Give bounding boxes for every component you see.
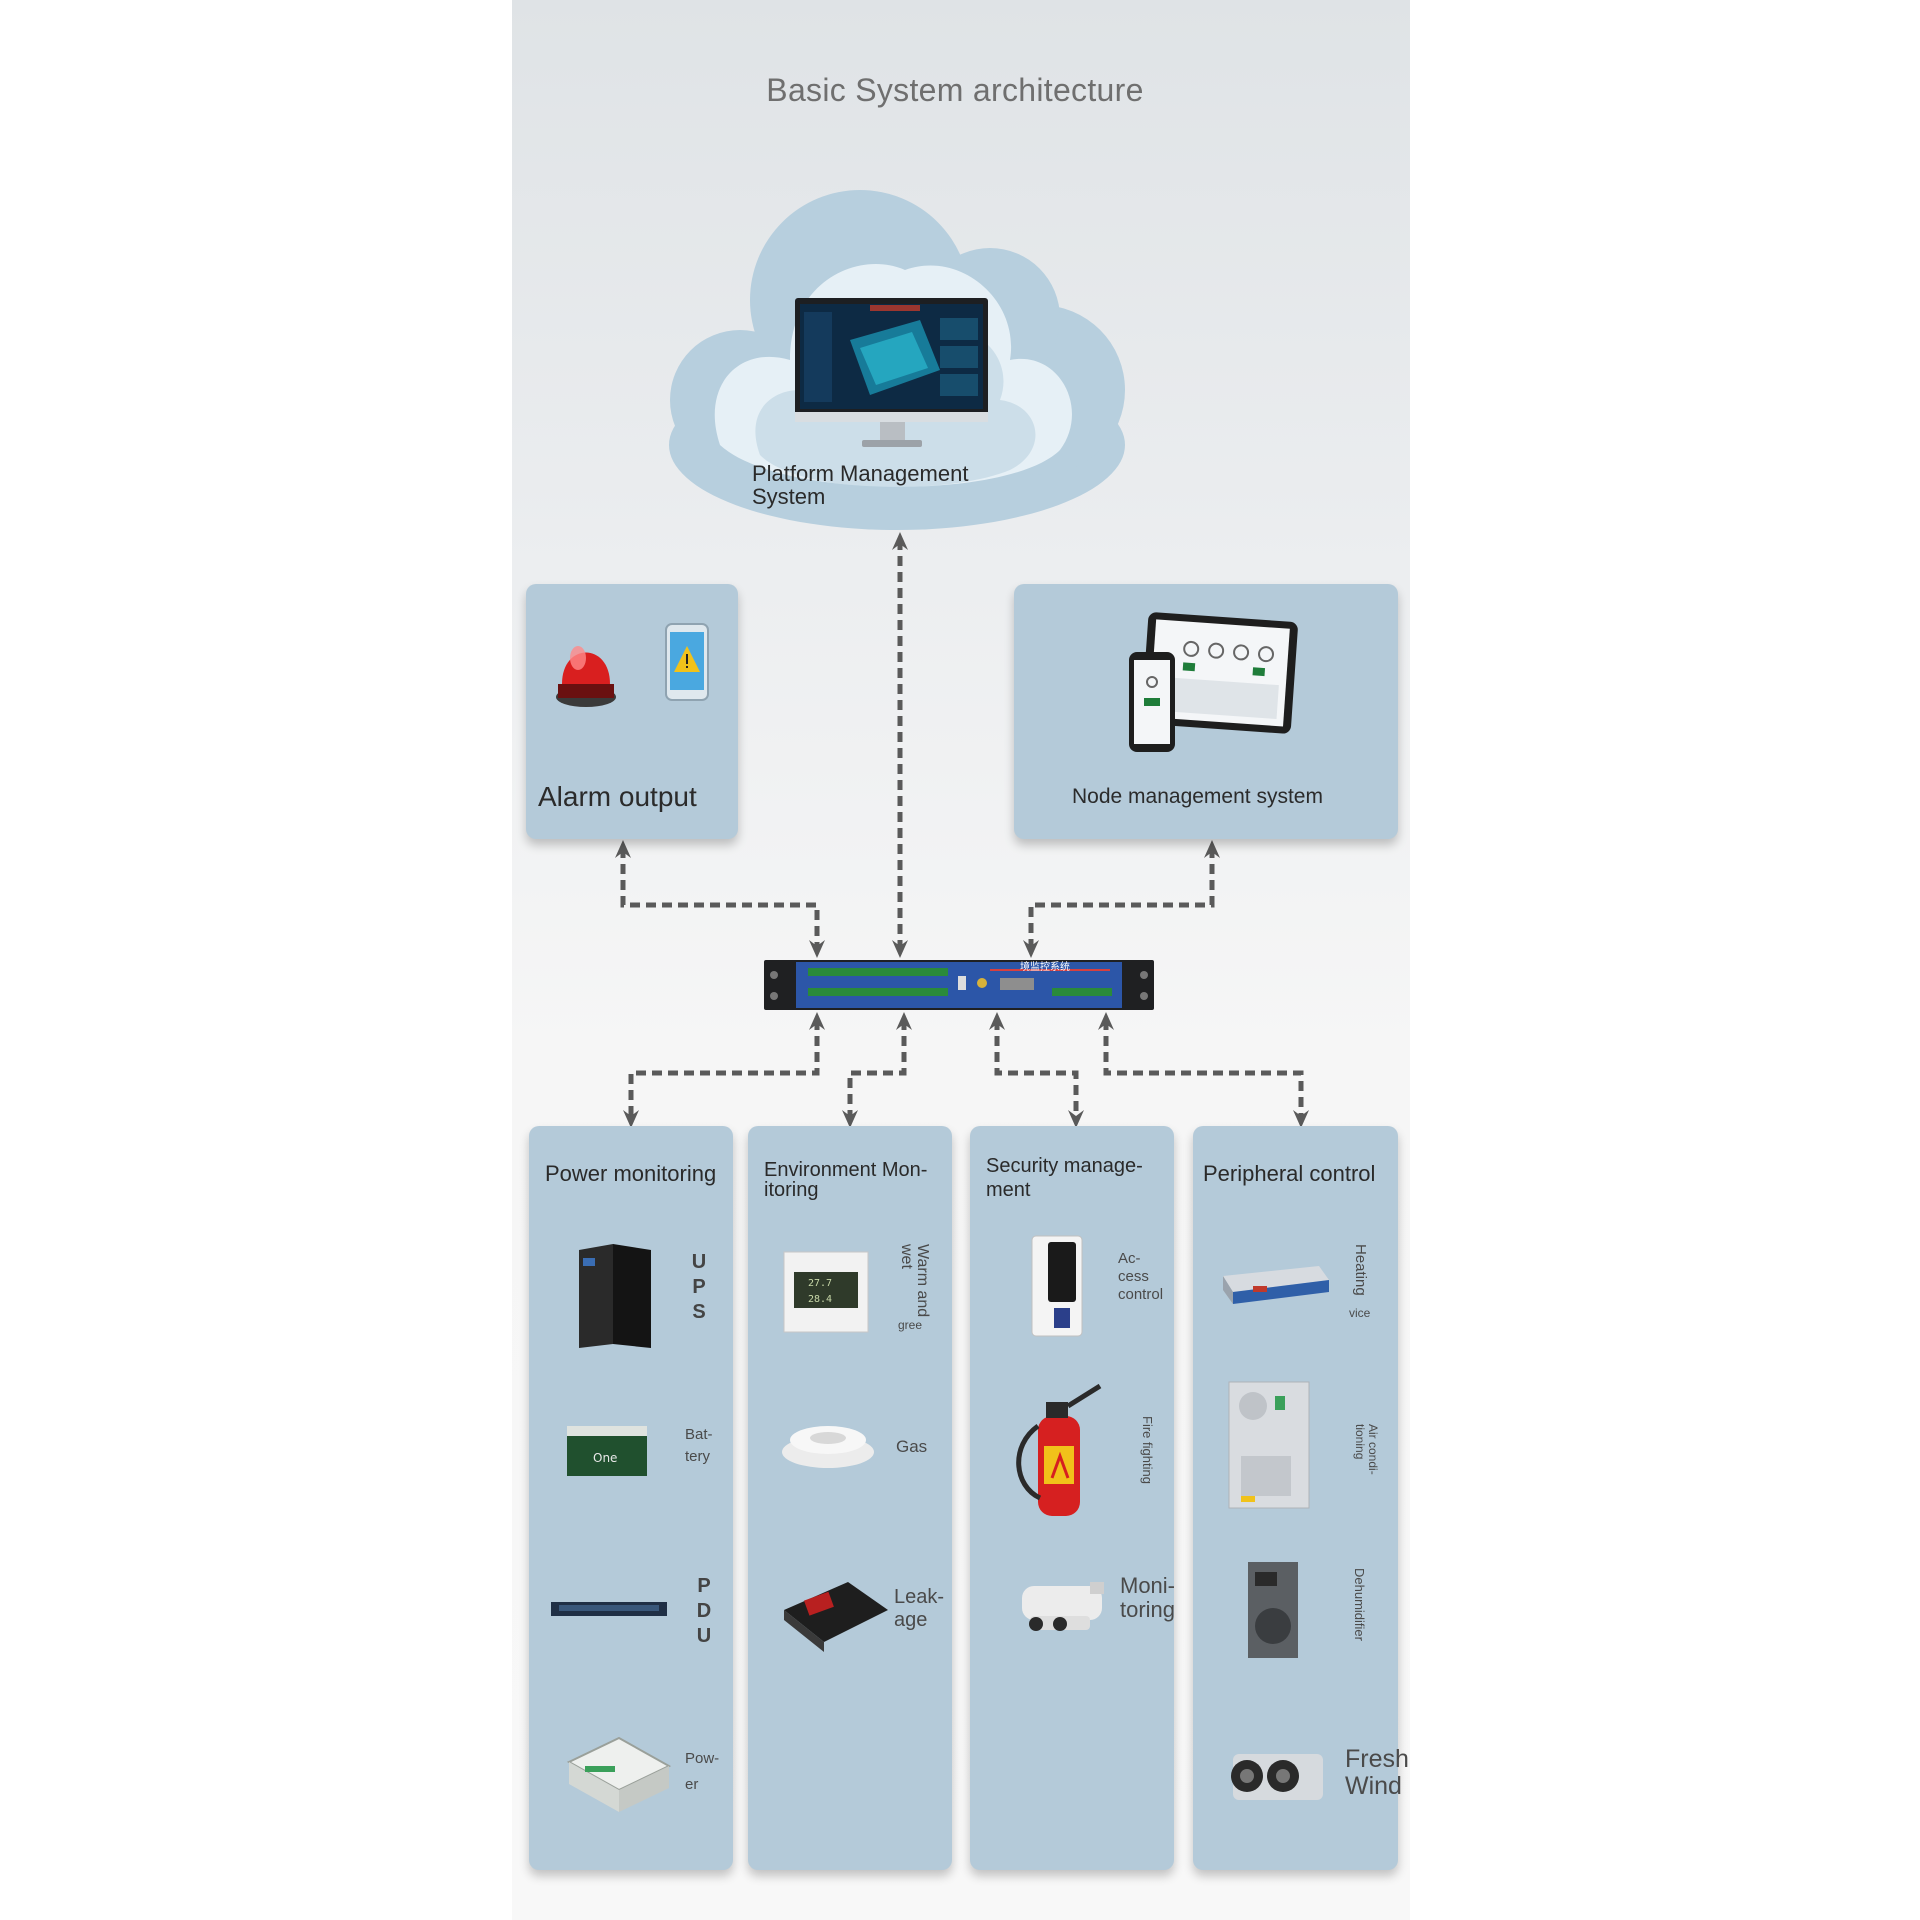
fresh-air-icon [1231, 1754, 1323, 1800]
ups-icon [579, 1244, 651, 1348]
battery-icon: One [567, 1426, 647, 1476]
gas-label: Gas [896, 1437, 928, 1456]
tablet-dashboard-icon [1129, 612, 1298, 752]
pdu-icon [551, 1602, 667, 1616]
monitoring-label: Moni- toring [1120, 1573, 1176, 1622]
temp-humidity-icon: 27.7 28.4 [783, 1251, 869, 1333]
gas-detector-icon [782, 1426, 874, 1468]
column-title: Peripheral control [1203, 1161, 1376, 1186]
power-meter-icon [566, 1736, 672, 1812]
column-title: Environment Mon- itoring [764, 1159, 928, 1201]
air-conditioning-label: Air condi- tioning [1353, 1424, 1380, 1475]
alarm-light-icon [556, 646, 616, 707]
heating-label-extra: vice [1349, 1306, 1371, 1320]
monitor-icon [795, 298, 988, 447]
camera-icon [1022, 1582, 1104, 1631]
alarm-icons [556, 623, 709, 707]
node-management-label: Node management system [1072, 785, 1323, 808]
svg-text:One: One [593, 1451, 617, 1465]
column-peripheral-control: Peripheral control Heating v [1193, 1126, 1409, 1870]
dehumidifier-label: Dehumidifier [1352, 1568, 1367, 1641]
pdu-label: P D U [696, 1575, 712, 1647]
heating-label: Heating [1352, 1244, 1369, 1296]
column-environment-monitoring: Environment Mon- itoring 27.7 28.4 Warm … [748, 1126, 952, 1870]
column-security-management: Security manage- ment Ac- cess control [970, 1126, 1176, 1870]
dehumidifier-icon [1248, 1562, 1298, 1658]
ups-label: U P S [691, 1251, 707, 1323]
temp-humidity-label-extra: gree [898, 1318, 923, 1332]
temp-humidity-label: Warm and wet [898, 1244, 931, 1318]
battery-label: Bat- tery [685, 1426, 713, 1465]
connector-lines [615, 532, 1309, 1128]
svg-text:28.4: 28.4 [808, 1294, 832, 1305]
leakage-detector-icon [784, 1582, 888, 1652]
heater-icon [1223, 1266, 1329, 1304]
power-label: Pow- er [685, 1750, 720, 1793]
air-conditioner-icon [1228, 1381, 1310, 1509]
access-control-icon [1031, 1235, 1083, 1337]
alarm-output-box: Alarm output [526, 584, 738, 839]
leakage-label: Leak- age [894, 1586, 945, 1631]
node-management-box: Node management system [1014, 584, 1398, 839]
alarm-output-label: Alarm output [538, 781, 697, 812]
column-title: Power monitoring [545, 1161, 717, 1186]
diagram-title: Basic System architecture [766, 72, 1144, 108]
controller-brand-text: 境监控系统 [1020, 960, 1070, 973]
fresh-wind-label: Fresh Wind [1345, 1745, 1409, 1800]
fire-extinguisher-icon [1016, 1383, 1102, 1516]
fire-fighting-label: Fire fighting [1140, 1416, 1155, 1484]
platform-management-label: Platform Management System [752, 461, 969, 509]
phone-warning-icon [665, 623, 709, 701]
svg-text:27.7: 27.7 [808, 1278, 832, 1289]
column-power-monitoring: Power monitoring One U P S Bat- tery P D… [529, 1126, 733, 1870]
access-control-label: Ac- cess control [1118, 1250, 1164, 1303]
column-title: Security manage- ment [986, 1155, 1143, 1201]
rack-controller-icon: 境监控系统 [764, 960, 1154, 1010]
